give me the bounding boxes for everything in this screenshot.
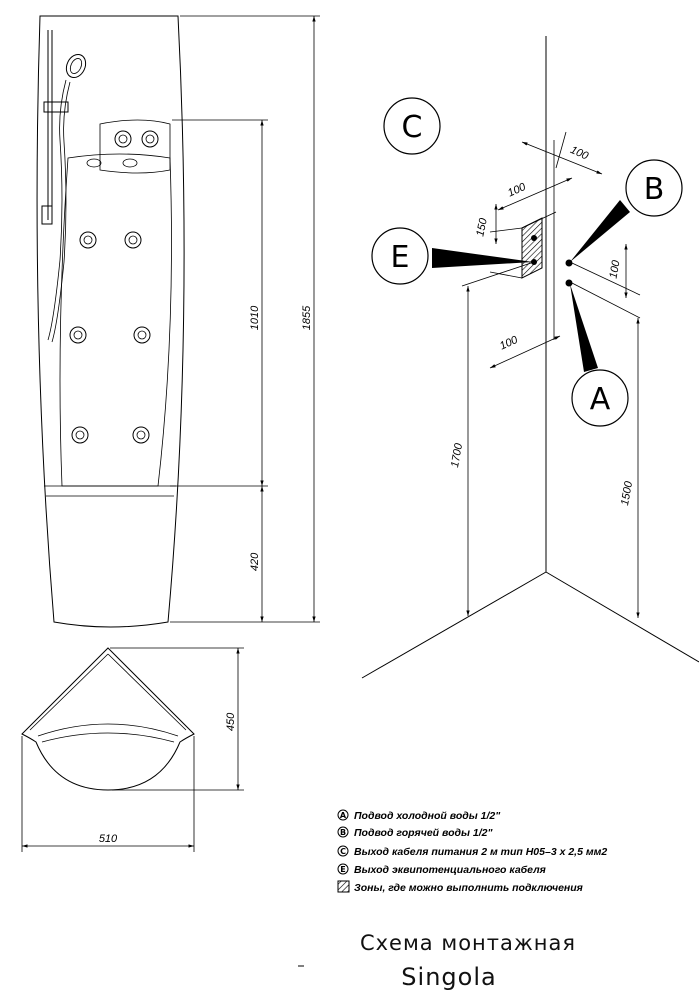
mixer-knob-right bbox=[141, 130, 159, 148]
panel-front-view: 1010 420 1855 bbox=[36, 15, 320, 628]
plan-outline bbox=[21, 647, 195, 791]
dim-total-height-label: 1855 bbox=[301, 305, 313, 330]
marker-b: B bbox=[625, 159, 683, 217]
dim-c-offset-label: 100 bbox=[506, 181, 528, 200]
marker-e: E bbox=[371, 227, 429, 285]
leader-e bbox=[432, 248, 533, 268]
leader-b bbox=[570, 200, 630, 262]
legend-text-a: Подвод холодной воды 1/2" bbox=[354, 810, 501, 822]
marker-a: A bbox=[571, 369, 629, 427]
dim-bottom-offset-label: 100 bbox=[498, 334, 520, 353]
hand-shower-head bbox=[65, 53, 87, 79]
dim-width-label: 510 bbox=[99, 833, 118, 845]
jet bbox=[133, 326, 151, 344]
dim-e-floor-height-label: 1700 bbox=[449, 442, 465, 469]
mixer-knob-left bbox=[114, 130, 132, 148]
svg-text:B: B bbox=[644, 172, 665, 207]
overhead-nozzle-left bbox=[86, 158, 102, 168]
legend-item-zone: Зоны, где можно выполнить подключения bbox=[337, 880, 583, 894]
jet bbox=[124, 231, 142, 249]
legend-item-a: A Подвод холодной воды 1/2" bbox=[337, 809, 501, 822]
jet bbox=[132, 426, 150, 444]
panel-inner-recess bbox=[59, 153, 172, 487]
svg-text:E: E bbox=[340, 865, 345, 874]
body-jets bbox=[69, 231, 151, 444]
legend-item-e: E Выход эквипотенциального кабеля bbox=[337, 863, 546, 876]
jet bbox=[79, 231, 97, 249]
rail-bottom-bracket bbox=[41, 205, 53, 225]
point-a bbox=[565, 279, 573, 287]
svg-text:A: A bbox=[340, 811, 347, 820]
dim-e-height-label: 150 bbox=[474, 216, 490, 237]
floor-left-edge bbox=[361, 571, 547, 679]
hatch-swatch bbox=[337, 880, 350, 893]
jet bbox=[69, 326, 87, 344]
svg-text:C: C bbox=[402, 110, 423, 145]
point-c bbox=[531, 235, 537, 241]
jet bbox=[71, 426, 89, 444]
overhead-nozzle-right bbox=[122, 158, 138, 168]
dim-top-offset-label: 100 bbox=[568, 144, 590, 163]
title-line-1: Схема монтажная bbox=[360, 931, 576, 955]
title-block: Схема монтажная Singola bbox=[298, 931, 576, 991]
title-line-2: Singola bbox=[401, 963, 496, 991]
connection-scheme: C E B A 100 100 150 100 100 bbox=[361, 36, 699, 679]
rail-holder bbox=[43, 101, 69, 113]
legend-text-e: Выход эквипотенциального кабеля bbox=[354, 864, 546, 876]
shower-hose bbox=[47, 79, 67, 341]
legend-text-zone: Зоны, где можно выполнить подключения bbox=[354, 882, 583, 894]
dim-depth-label: 450 bbox=[225, 712, 237, 731]
floor-right-edge bbox=[545, 571, 699, 663]
svg-text:B: B bbox=[340, 828, 346, 837]
svg-text:C: C bbox=[340, 847, 346, 856]
legend-item-b: B Подвод горячей воды 1/2" bbox=[337, 826, 493, 839]
legend-item-c: C Выход кабеля питания 2 м тип H05–3 х 2… bbox=[337, 845, 607, 858]
dim-bottom-offset bbox=[489, 335, 561, 369]
dim-a-floor-height-label: 1500 bbox=[619, 480, 635, 507]
control-panel bbox=[99, 119, 171, 174]
legend: A Подвод холодной воды 1/2" B Подвод гор… bbox=[337, 809, 607, 894]
panel-plan-view: 450 510 bbox=[21, 647, 244, 852]
dim-panel-height-label: 1010 bbox=[249, 305, 261, 330]
leader-a bbox=[570, 284, 598, 372]
legend-text-b: Подвод горячей воды 1/2" bbox=[354, 827, 493, 839]
panel-outline bbox=[36, 15, 185, 628]
dim-base-height-label: 420 bbox=[249, 552, 261, 571]
dim-b-offset-label: 100 bbox=[608, 259, 623, 280]
svg-text:E: E bbox=[391, 240, 410, 275]
marker-c: C bbox=[383, 97, 441, 155]
svg-text:A: A bbox=[590, 382, 611, 417]
dim-c-offset bbox=[497, 177, 573, 211]
dim-top-offset bbox=[521, 141, 603, 175]
legend-text-c: Выход кабеля питания 2 м тип H05–3 х 2,5… bbox=[354, 846, 607, 858]
